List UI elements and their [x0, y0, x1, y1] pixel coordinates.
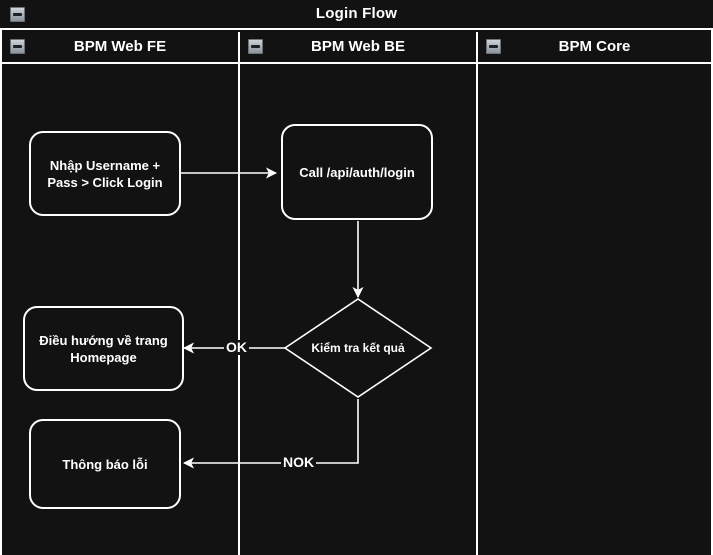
- lane-collapse-icon-bpm-core[interactable]: [486, 39, 501, 54]
- lane-title-bpm-core: BPM Core: [558, 38, 631, 55]
- pool-title-bar: Login Flow: [0, 0, 713, 30]
- lane-title-bpm-web-fe: BPM Web FE: [73, 38, 167, 55]
- lane-header-bpm-web-fe[interactable]: BPM Web FE: [2, 32, 238, 62]
- task-node-thong-bao-loi[interactable]: Thông báo lỗi: [29, 419, 181, 509]
- frame-edge-right: [711, 0, 713, 555]
- gateway-node-kiem-tra-ket-qua[interactable]: Kiểm tra kết quả: [283, 297, 433, 399]
- edge-label-nok: NOK: [281, 454, 317, 470]
- task-node-nhap-username[interactable]: Nhập Username + Pass > Click Login: [29, 131, 181, 216]
- lane-title-bpm-web-be: BPM Web BE: [311, 38, 405, 55]
- pool-title: Login Flow: [315, 5, 398, 22]
- frame-edge-left: [0, 0, 2, 555]
- lane-header-bpm-web-be[interactable]: BPM Web BE: [240, 32, 476, 62]
- lane-header-bpm-core[interactable]: BPM Core: [478, 32, 711, 62]
- lane-divider-1: [238, 32, 240, 555]
- edge-label-ok: OK: [224, 339, 249, 355]
- lane-collapse-icon-bpm-web-fe[interactable]: [10, 39, 25, 54]
- lane-divider-2: [476, 32, 478, 555]
- lane-collapse-icon-bpm-web-be[interactable]: [248, 39, 263, 54]
- pool-collapse-icon[interactable]: [10, 7, 25, 22]
- task-node-dieu-huong-homepage[interactable]: Điều hướng về trang Homepage: [23, 306, 184, 391]
- lane-header-divider: [0, 62, 713, 64]
- task-node-call-api-auth-login[interactable]: Call /api/auth/login: [281, 124, 433, 220]
